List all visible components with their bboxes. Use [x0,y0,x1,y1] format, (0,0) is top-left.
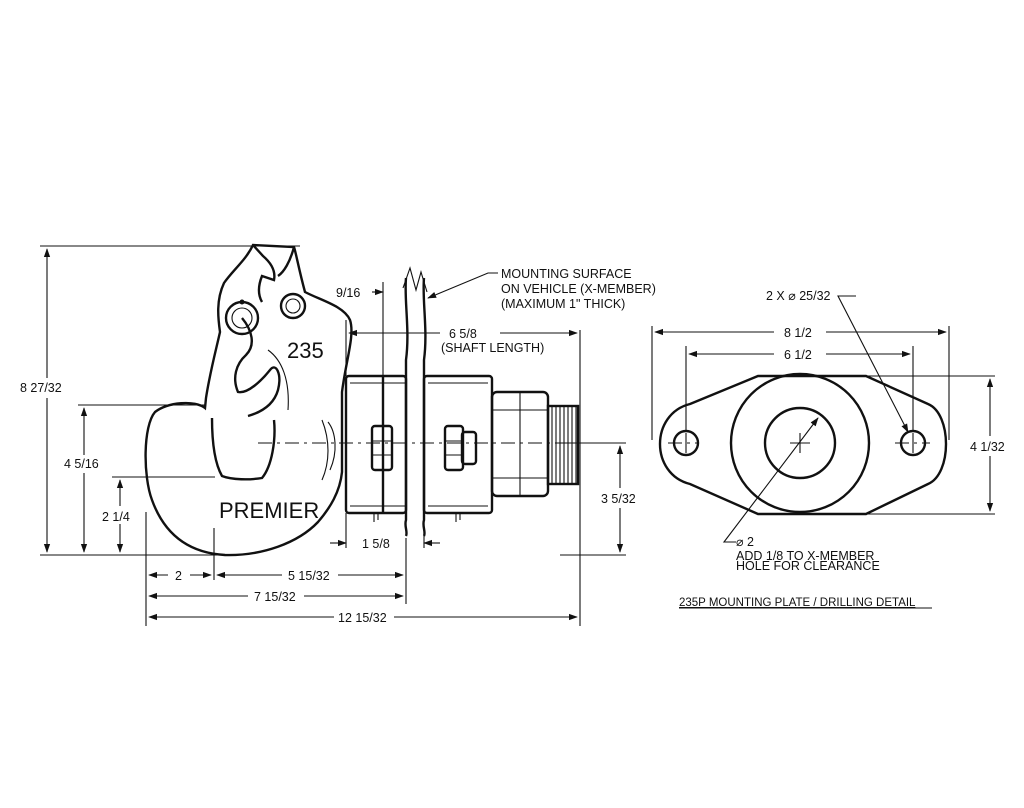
bottom-to-pin-dim: 2 1/4 [102,510,130,524]
latch-lever [252,244,276,303]
clearance-note-line2: HOLE FOR CLEARANCE [736,559,880,573]
hook-body [144,243,353,557]
overall-height-dim: 8 27/32 [20,381,62,395]
plate-thickness-dim: 1 5/8 [362,537,390,551]
model-number-label: 235 [287,338,324,363]
latch-tip [277,246,296,277]
shank-flange [344,374,408,515]
hook-dimensions: 8 27/32 4 5/16 2 1/4 9/16 6 5/8 (SHAFT L… [20,245,656,626]
inner-nut-right [443,424,465,472]
plate-boss-outer [729,372,871,514]
hole-spacing-dim: 6 1/2 [784,348,812,362]
pivot-pin [224,299,260,336]
mounting-note-line1: MOUNTING SURFACE [501,267,632,281]
thread-lines [551,406,577,484]
mounting-note-line3: (MAXIMUM 1" THICK) [501,297,625,311]
mounting-plate-detail: 8 1/2 6 1/2 4 1/32 2 X ⌀ 25/32 ⌀ 2 ADD 1… [651,289,1005,609]
clearance-note-line1: ADD 1/8 TO X-MEMBER [736,549,874,563]
plate-detail-title: 235P MOUNTING PLATE / DRILLING DETAIL [679,597,916,609]
front-to-plate-dim: 7 15/32 [254,590,296,604]
overall-length-dim: 12 15/32 [338,611,387,625]
inner-nut-left [370,424,394,472]
mounting-note-line2: ON VEHICLE (X-MEMBER) [501,282,656,296]
center-dia-label: ⌀ 2 [736,535,754,549]
latch-spring [267,349,289,411]
lock-pin [279,292,307,320]
center-to-bottom-dim: 3 5/32 [601,492,636,506]
threaded-end [546,404,580,486]
hole-spec-label: 2 X ⌀ 25/32 [766,289,831,303]
x-member-plate [404,277,427,537]
pintle-hook-side-view: 235 PREMIER [144,243,628,557]
latch-arm [234,317,281,418]
plate-center-hole [763,406,837,480]
plate-height-dim: 4 1/32 [970,440,1005,454]
hook-depth-dim: 2 [175,569,182,583]
mounting-plate-outline [658,374,948,516]
hook-to-plate-dim: 5 15/32 [288,569,330,583]
rear-housing [422,374,494,515]
shaft-length-dim: 6 5/8 [449,327,477,341]
plate-offset-dim: 9/16 [336,286,360,300]
jaw-opening [210,417,276,481]
brand-label: PREMIER [219,498,319,523]
shaft-length-note: (SHAFT LENGTH) [441,341,544,355]
plate-width-dim: 8 1/2 [784,326,812,340]
height-to-center-dim: 4 5/16 [64,457,99,471]
